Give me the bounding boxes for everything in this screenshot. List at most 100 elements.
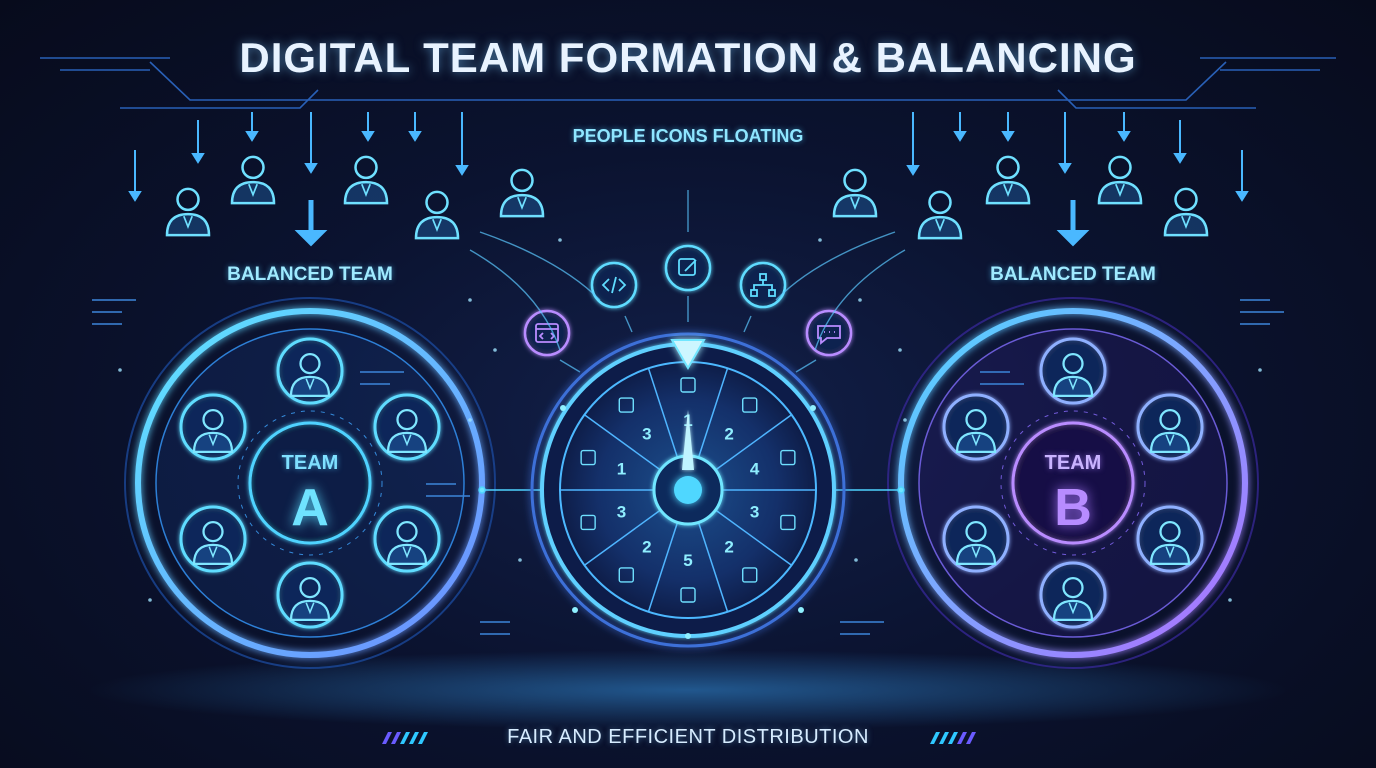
wheel-divider: [647, 368, 679, 458]
sparkle: [118, 368, 122, 372]
down-arrow-icon: [953, 112, 967, 142]
person-icon: [1149, 520, 1191, 566]
sparkle: [858, 298, 862, 302]
wheel-top-marker: [670, 339, 706, 371]
down-arrow-icon: [1001, 112, 1015, 142]
wheel-skill-icon: [618, 567, 634, 583]
down-arrow-icon: [408, 112, 422, 142]
footer-stripe: [939, 732, 949, 744]
wheel-skill-icon: [742, 567, 758, 583]
wheel-segment-number: 3: [750, 503, 759, 522]
wheel-skill-icon: [742, 397, 758, 413]
wheel-skill-icon: [618, 397, 634, 413]
ring-links: [478, 486, 905, 494]
sparkle: [818, 238, 822, 242]
floating-person-icon: [499, 168, 545, 218]
team-b-member-avatar: [942, 393, 1010, 461]
wheel-segment-number: 2: [724, 424, 733, 443]
team-a-members: [179, 337, 441, 629]
browser-code-icon: [523, 309, 571, 357]
floating-people-caption: PEOPLE ICONS FLOATING: [572, 126, 804, 146]
floating-person-icon: [165, 187, 211, 237]
down-arrow-icon: [304, 112, 318, 174]
wheel-divider: [647, 522, 679, 612]
down-arrow-icon: [1173, 120, 1187, 164]
sparkle: [468, 418, 472, 422]
sparkle: [493, 348, 497, 352]
down-arrow-icon: [191, 120, 205, 164]
team-b-member-avatar: [1039, 561, 1107, 629]
team-b-member-avatar: [1039, 337, 1107, 405]
sparkle: [148, 598, 152, 602]
wheel-divider: [584, 509, 661, 566]
wheel-skill-icon: [680, 377, 696, 393]
footer-caption: FAIR AND EFFICIENT DISTRIBUTION: [507, 726, 869, 748]
person-icon: [386, 408, 428, 454]
wheel-skill-icon: [580, 449, 596, 466]
down-arrow-icon: [455, 112, 469, 176]
floating-person-icon: [917, 190, 963, 240]
wheel-segment-number: 2: [642, 538, 651, 557]
team-a-member-avatar: [179, 505, 247, 573]
team-a-member-avatar: [373, 505, 441, 573]
sparkle: [558, 238, 562, 242]
large-down-arrow-icon: [1056, 200, 1090, 247]
footer-stripe: [382, 732, 392, 744]
footer-stripe: [400, 732, 410, 744]
footer-stripe: [930, 732, 940, 744]
team-b-balanced-label: BALANCED TEAM: [990, 264, 1156, 285]
wheel-divider: [697, 522, 729, 612]
wheel-skill-icon: [780, 449, 796, 466]
org-chart-icon: [739, 261, 787, 309]
team-b-member-avatar: [1136, 393, 1204, 461]
decorative-code-lines: [92, 299, 1284, 635]
person-icon: [1149, 408, 1191, 454]
down-arrow-icon: [245, 112, 259, 142]
footer-stripe: [948, 732, 958, 744]
selection-wheel: 1243252313: [530, 332, 846, 648]
wheel-segment-number: 1: [617, 459, 626, 478]
footer-stripe: [966, 732, 976, 744]
wheel-segment-number: 5: [683, 551, 692, 570]
wheel-skill-icon: [680, 587, 696, 603]
footer-stripe: [409, 732, 419, 744]
page-title: DIGITAL TEAM FORMATION & BALANCING: [239, 34, 1137, 81]
floating-person-icon: [832, 168, 878, 218]
footer-stripe: [957, 732, 967, 744]
wheel-segment-number: 3: [642, 424, 651, 443]
floating-person-icon: [1097, 155, 1143, 205]
team-a-member-avatar: [373, 393, 441, 461]
sparkle: [468, 298, 472, 302]
team-a-balanced-label: BALANCED TEAM: [227, 264, 393, 285]
down-arrow-icon: [1117, 112, 1131, 142]
down-arrow-icon: [361, 112, 375, 142]
skill-connectors: [469, 190, 906, 373]
team-a-member-avatar: [276, 337, 344, 405]
sparkle: [903, 418, 907, 422]
code-icon: [590, 261, 638, 309]
sparkle: [1258, 368, 1262, 372]
person-icon: [1052, 352, 1094, 398]
floating-people: [165, 155, 1209, 240]
person-icon: [386, 520, 428, 566]
down-arrow-icon: [128, 150, 142, 202]
wheel-segment-number: 4: [750, 459, 760, 478]
person-icon: [192, 520, 234, 566]
team-a-member-avatar: [179, 393, 247, 461]
floating-person-icon: [1163, 187, 1209, 237]
wheel-segments: [560, 368, 816, 612]
wheel-divider: [715, 509, 792, 566]
sparkle: [518, 558, 522, 562]
person-icon: [289, 576, 331, 622]
wheel-divider: [715, 414, 792, 471]
team-b-letter: B: [1054, 479, 1092, 537]
floating-person-icon: [414, 190, 460, 240]
floating-person-icon: [343, 155, 389, 205]
person-icon: [955, 408, 997, 454]
large-down-arrow-icon: [294, 200, 328, 247]
floor-glow: [88, 650, 1288, 730]
wheel-skill-icon: [780, 514, 796, 531]
person-icon: [1052, 576, 1094, 622]
